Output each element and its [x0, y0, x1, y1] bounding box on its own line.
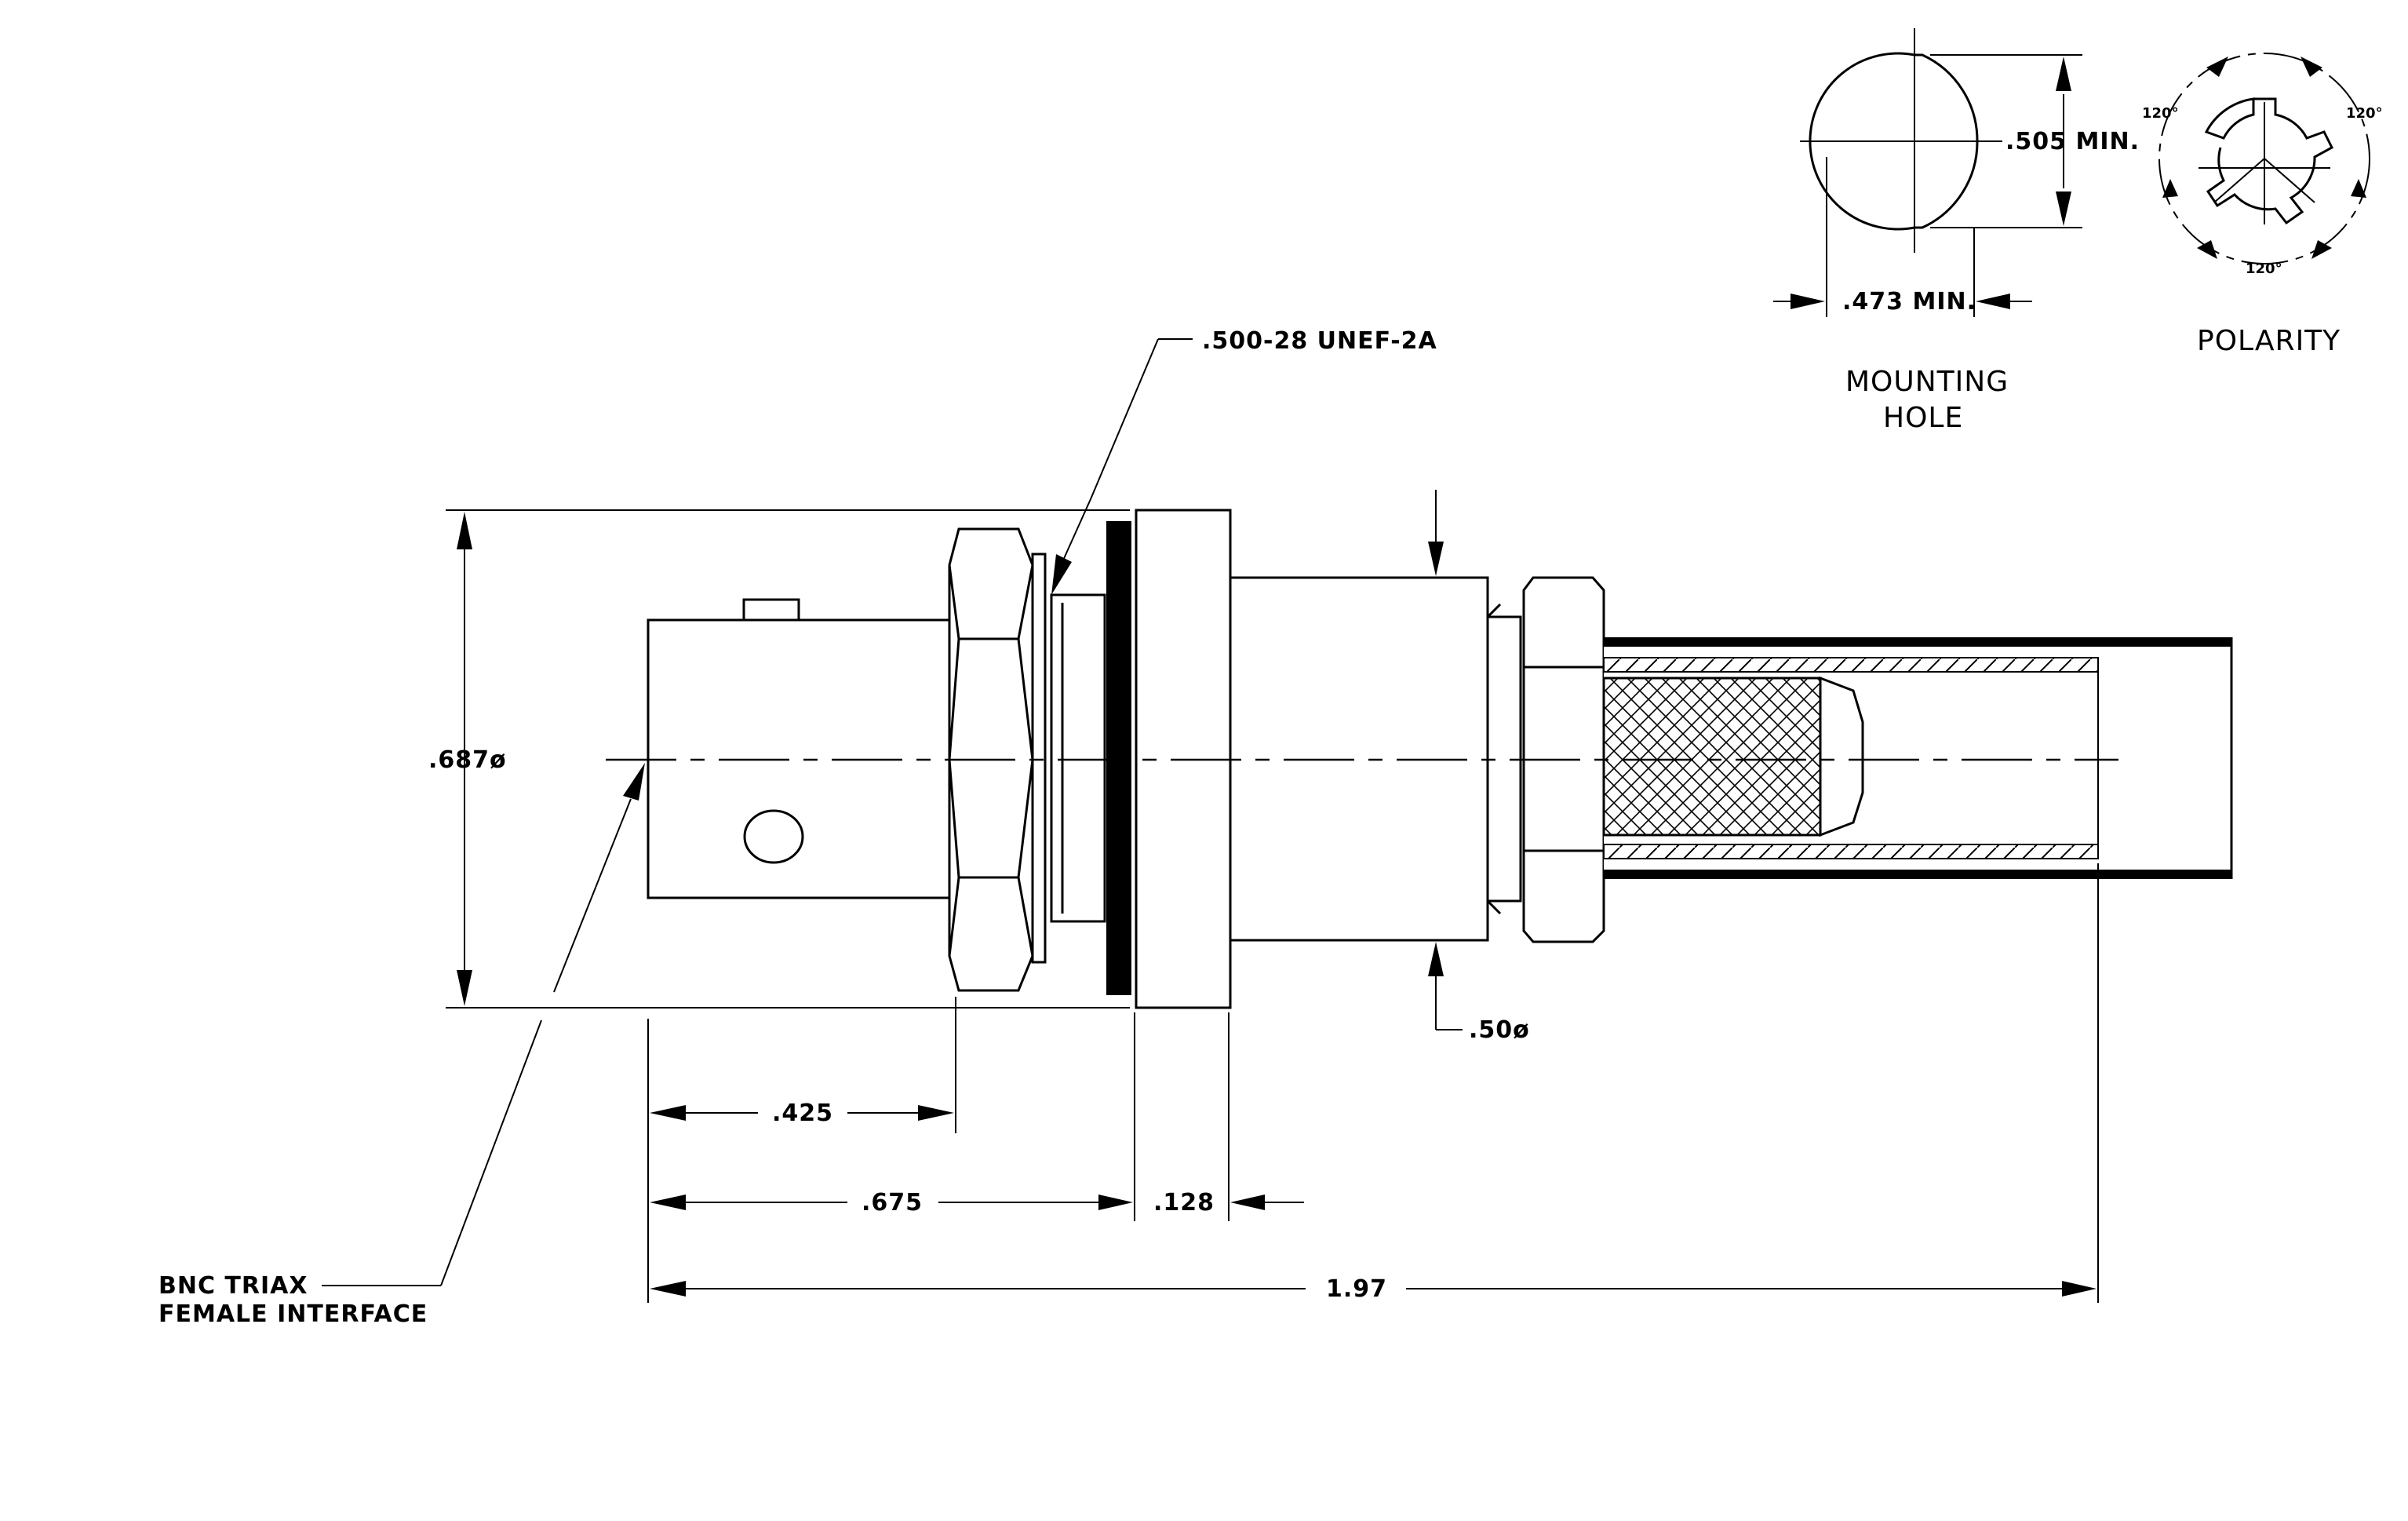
bayonet-stud-front: [743, 809, 804, 864]
angle-bottom: 120°: [2246, 261, 2282, 277]
polarity-view: 120° 120° 120° POLARITY: [2142, 53, 2383, 357]
dim-50-label: .50ø: [1469, 1016, 1530, 1044]
dimension-425: .425: [650, 1100, 954, 1127]
mounting-hole-view: .505 MIN. .473 MIN. MOUNTING HOLE: [1773, 28, 2140, 434]
interface-callout: BNC TRIAX FEMALE INTERFACE: [158, 763, 645, 1328]
braid-crimp: [1602, 677, 1822, 837]
dim-675-label: .675: [862, 1189, 923, 1216]
hole-505-label: .505 MIN.: [2005, 128, 2140, 155]
panel-gasket: [1106, 521, 1131, 995]
thread-callout: .500-28 UNEF-2A: [1051, 327, 1437, 595]
shield-band-bottom: [1603, 844, 2099, 859]
angle-top-right: 120°: [2346, 105, 2383, 122]
dimension-197: 1.97: [650, 1275, 2097, 1303]
dim-425-label: .425: [772, 1100, 833, 1127]
dim-687-label: .687ø: [428, 746, 507, 774]
shield-band-top: [1603, 657, 2099, 673]
dimension-675: .675: [650, 1189, 1133, 1216]
dimension-687: .687ø: [428, 509, 1130, 1009]
dim-197-label: 1.97: [1326, 1275, 1387, 1303]
angle-top-left: 120°: [2142, 105, 2179, 122]
polarity-label: POLARITY: [2197, 325, 2341, 357]
thread-label: .500-28 UNEF-2A: [1202, 327, 1437, 355]
hole-473-label: .473 MIN.: [1842, 288, 1976, 316]
mounting-label-2: HOLE: [1883, 402, 1963, 434]
lock-washer: [1031, 553, 1047, 964]
interface-label-1: BNC TRIAX: [158, 1272, 308, 1300]
dielectric-tip: [1819, 676, 1864, 837]
extension-lines: [647, 863, 2099, 1303]
bayonet-stud-top: [742, 598, 800, 622]
threaded-section: [1050, 593, 1106, 923]
mounting-label-1: MOUNTING: [1845, 366, 2009, 398]
interface-label-2: FEMALE INTERFACE: [158, 1300, 428, 1328]
dimension-50: .50ø: [1428, 490, 1530, 1044]
dimension-128: .128: [1153, 1189, 1304, 1216]
polarity-key-shape: [2204, 97, 2255, 140]
polarity-outer-circle: [2158, 53, 2370, 264]
dim-128-label: .128: [1153, 1189, 1215, 1216]
